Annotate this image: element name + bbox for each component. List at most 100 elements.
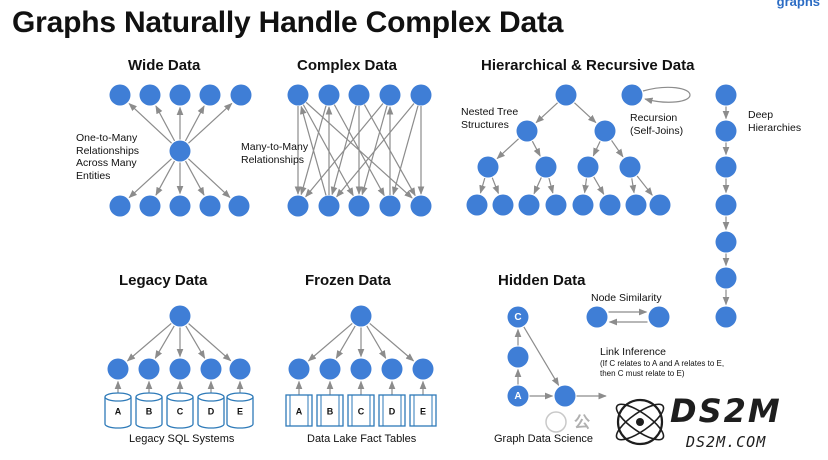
tree-node <box>625 194 647 216</box>
frozen-tree-arrow <box>335 325 356 359</box>
tree-node <box>649 194 671 216</box>
frozen-table-letter: C <box>358 407 365 417</box>
wide-up-arrow <box>155 105 176 142</box>
legacy-table-letter: A <box>115 407 122 417</box>
chain-node <box>715 194 737 216</box>
tree-arrow <box>535 102 558 124</box>
complex-data-title: Complex Data <box>297 57 398 74</box>
frozen-mid-node <box>412 358 434 380</box>
legacy-tree-arrow <box>154 325 175 359</box>
legacy-cylinder-body <box>104 397 132 429</box>
legacy-table-letter: E <box>237 407 243 417</box>
complex-bottom-node <box>318 195 340 217</box>
legacy-mid-node <box>138 358 160 380</box>
complex-bottom-node <box>379 195 401 217</box>
chat-bubble-icon <box>545 411 567 433</box>
frozen-mid-node <box>350 358 372 380</box>
complex-edge-arrow <box>392 105 419 196</box>
complex-edge-arrow <box>336 103 415 198</box>
legacy-data-title: Legacy Data <box>119 272 208 289</box>
wide-bottom-node <box>199 195 221 217</box>
tree-arrow <box>531 140 541 157</box>
node-a <box>507 385 529 407</box>
legacy-cylinder-top <box>104 392 132 402</box>
wide-up-arrow <box>188 102 233 144</box>
legacy-tree-arrow <box>185 325 206 359</box>
legacy-cylinder-top <box>197 392 225 402</box>
chat-glyph-icon: 公 <box>574 414 590 432</box>
atom-orbit-icon <box>615 403 665 441</box>
frozen-bottom-label: Data Lake Fact Tables <box>307 433 417 445</box>
legacy-table-letter: B <box>146 407 153 417</box>
chain-node <box>715 156 737 178</box>
node-c-letter: C <box>514 312 521 323</box>
node-e <box>554 385 576 407</box>
wide-data-title: Wide Data <box>128 57 201 74</box>
tree-arrow <box>491 177 499 195</box>
wide-bottom-node <box>139 195 161 217</box>
tree-arrow <box>533 177 542 195</box>
tree-arrow <box>593 176 605 195</box>
legacy-cylinder-body <box>197 397 225 429</box>
legacy-mid-node <box>200 358 222 380</box>
atom-orbit-icon <box>615 403 665 441</box>
frozen-tree-arrow <box>369 323 415 362</box>
tree-node <box>594 120 616 142</box>
arrow-layer <box>114 86 730 400</box>
frozen-table-letter: D <box>389 407 396 417</box>
tree-node <box>516 120 538 142</box>
complex-top-node <box>348 84 370 106</box>
wide-up-arrow <box>184 105 205 142</box>
tree-arrow <box>636 175 653 196</box>
frozen-data-title: Frozen Data <box>305 272 391 289</box>
tree-node <box>466 194 488 216</box>
tree-arrow <box>574 102 597 124</box>
legacy-table-letter: D <box>208 407 215 417</box>
legacy-mid-node <box>107 358 129 380</box>
wide-down-arrow <box>128 158 172 199</box>
shape-layer <box>104 392 665 446</box>
watermark-url-text: DS2M.COM <box>686 433 767 451</box>
wide-down-arrow <box>155 160 176 196</box>
chain-node <box>715 231 737 253</box>
tree-node <box>619 156 641 178</box>
tree-root-node <box>555 84 577 106</box>
tree-node <box>492 194 514 216</box>
frozen-tree-arrow <box>366 325 387 359</box>
link-inference-note: (If C relates to A and A relates to E, t… <box>600 359 725 378</box>
frozen-mid-node <box>319 358 341 380</box>
wide-top-node <box>169 84 191 106</box>
tree-node <box>572 194 594 216</box>
link-inference-label: Link Inference <box>600 346 666 358</box>
legacy-cylinder-body <box>226 397 254 429</box>
tree-node <box>518 194 540 216</box>
legacy-cylinder-top <box>166 392 194 402</box>
legacy-mid-node <box>229 358 251 380</box>
tree-arrow <box>547 177 555 194</box>
complex-bottom-node <box>287 195 309 217</box>
corner-tag: graphs <box>776 0 820 9</box>
legacy-cylinder-top <box>226 392 254 402</box>
hierarchical-data-title: Hierarchical & Recursive Data <box>481 57 695 74</box>
tree-node <box>477 156 499 178</box>
tree-arrow <box>582 178 589 194</box>
complex-edge-arrow <box>305 103 384 198</box>
legacy-top-node <box>169 305 191 327</box>
frozen-top-node <box>350 305 372 327</box>
frozen-table-letter: E <box>420 407 426 417</box>
inferred-link-arrow <box>523 326 560 386</box>
node-layer <box>107 84 737 407</box>
wide-hub-node <box>169 140 191 162</box>
legacy-cylinder-body <box>135 397 163 429</box>
chain-node <box>715 120 737 142</box>
nested-tree-label: Nested Tree Structures <box>461 106 519 131</box>
legacy-cylinder-body <box>166 397 194 429</box>
node-similarity-label: Node Similarity <box>591 292 662 304</box>
wide-bottom-node <box>109 195 131 217</box>
frozen-tree-arrow <box>307 323 353 362</box>
complex-top-node <box>318 84 340 106</box>
node-a-letter: A <box>514 391 521 402</box>
complex-top-node <box>379 84 401 106</box>
